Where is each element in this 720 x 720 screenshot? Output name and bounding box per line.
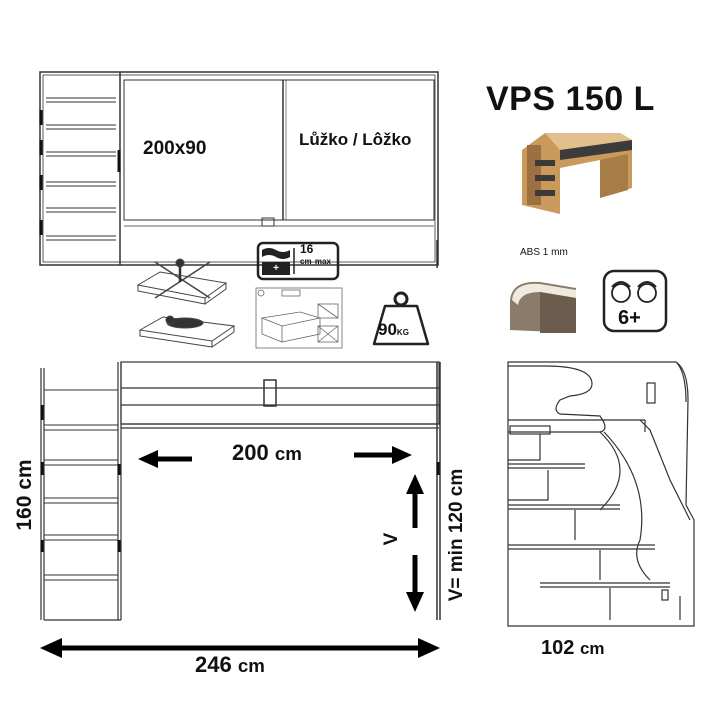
abs-edge-photo — [506, 263, 576, 333]
mattress-height-value: 16 — [300, 242, 314, 256]
dimension-arrows — [40, 446, 440, 658]
top-view-drawing — [39, 71, 439, 268]
bed-length-unit: cm — [274, 443, 302, 464]
bed-length-label: 200 cm — [232, 440, 302, 466]
svg-text:+: + — [273, 263, 279, 274]
front-view-drawing — [40, 361, 441, 621]
depth-unit: cm — [579, 639, 605, 658]
mattress-height-qualifier: max — [314, 257, 331, 266]
mattress-height-unit: cm — [300, 257, 312, 266]
clearance-letter: V — [381, 532, 402, 546]
weight-capacity-icon — [372, 291, 430, 346]
height-label: 160 cm — [13, 459, 36, 531]
bed-label: Lůžko / Lôžko — [299, 130, 412, 149]
assembly-instructions-icon — [255, 287, 343, 349]
product-photo — [522, 133, 632, 214]
clearance-label: V= min 120 cm — [446, 468, 467, 602]
mattress-height-label: 16 cm max — [300, 242, 331, 267]
total-length-label: 246 cm — [195, 652, 265, 678]
weight-value: 90 — [378, 320, 397, 339]
age-badge-icon — [602, 269, 668, 333]
mattress-size-label: 200x90 — [143, 138, 207, 159]
weight-unit: KG — [396, 328, 409, 337]
mattress-height-icon: + — [256, 241, 340, 281]
depth-label: 102 cm — [541, 637, 605, 660]
depth-value: 102 — [541, 637, 575, 659]
bed-length-value: 200 — [232, 440, 269, 465]
side-view-drawing — [507, 361, 695, 627]
mattress-usage-icons — [136, 258, 236, 348]
weight-label: 90KG — [378, 320, 409, 340]
total-length-unit: cm — [237, 655, 265, 676]
total-length-value: 246 — [195, 652, 232, 677]
product-title: VPS 150 L — [486, 80, 655, 118]
edge-label: ABS 1 mm — [520, 247, 568, 258]
age-label: 6+ — [618, 307, 641, 329]
